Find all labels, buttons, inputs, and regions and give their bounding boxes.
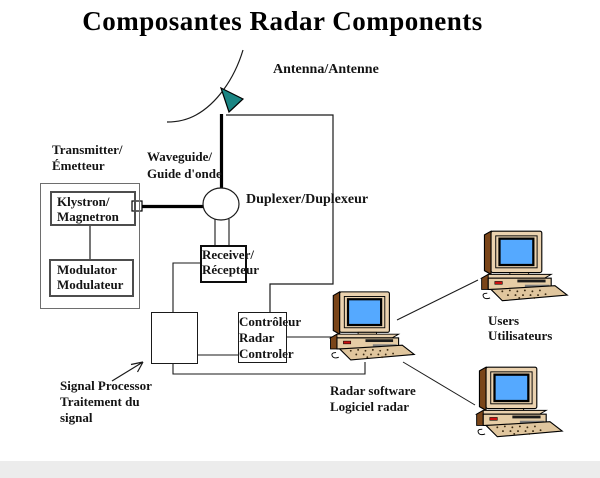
line-computer-to-user1 (396, 279, 479, 321)
waveguide-label-line2: Guide d'onde (147, 166, 222, 181)
modulator-box (49, 259, 134, 297)
receiver-label: Receiver/ Récepteur (202, 247, 259, 277)
duplexer-label: Duplexer/Duplexeur (246, 192, 369, 207)
users-label-line2: Utilisateurs (488, 328, 553, 343)
controller-label-line2: Radar (239, 330, 275, 345)
users-label-line1: Users (488, 313, 520, 328)
klystron-port-connector (131, 200, 143, 212)
controller-box (238, 312, 287, 363)
users-label: Users Utilisateurs (488, 313, 552, 343)
klystron-box (50, 191, 136, 226)
signal-processor-label-line3: signal (60, 410, 93, 425)
antenna-label: Antenna/Antenne (273, 62, 379, 77)
waveguide-label-line1: Waveguide/ (147, 149, 213, 164)
controller-label-line3: Controler (239, 346, 294, 361)
signal-processor-label: Signal Processor Traitement du signal (60, 378, 152, 426)
signal-processor-label-line2: Traitement du (60, 394, 140, 409)
receiver-label-line1: Receiver/ (202, 247, 254, 262)
controller-label-line1: Contrôleur (239, 314, 302, 329)
line-computer-to-user2 (402, 361, 476, 406)
waveguide-label: Waveguide/ Guide d'onde (147, 148, 222, 182)
receiver-box (200, 245, 247, 283)
line-receiver-to-signal-processor (172, 262, 200, 312)
duplexer-node (202, 187, 240, 221)
transmitter-label-line2: Émetteur (52, 158, 105, 173)
signal-processor-box (151, 312, 198, 364)
antenna-feed-icon (219, 86, 245, 114)
receiver-label-line2: Récepteur (202, 262, 260, 277)
page-title: Composantes Radar Components (82, 6, 483, 36)
computer-user-2 (471, 361, 565, 441)
modulator-label-line2: Modulateur (57, 277, 124, 292)
antenna-dish-arc (166, 49, 244, 123)
controller-label: Contrôleur Radar Controler (239, 314, 301, 362)
computer-user-1 (476, 225, 570, 305)
transmitter-label-line1: Transmitter/ (52, 142, 123, 157)
modulator-label: Modulator Modulateur (57, 262, 123, 292)
line-duplexer-to-receiver (214, 219, 230, 245)
signal-processor-label-line1: Signal Processor (60, 378, 152, 393)
klystron-label-line1: Klystron/ (57, 194, 110, 209)
line-signal-processor-to-computer (172, 362, 366, 375)
klystron-label-line2: Magnetron (57, 209, 119, 224)
radar-software-label: Radar software Logiciel radar (330, 383, 416, 415)
transmitter-label: Transmitter/ Émetteur (52, 142, 123, 174)
klystron-label: Klystron/ Magnetron (57, 194, 119, 224)
transmitter-box (40, 183, 140, 309)
signal-processor-arrow (111, 361, 144, 382)
bottom-margin (0, 461, 600, 478)
radar-software-label-line2: Logiciel radar (330, 399, 410, 414)
line-antenna-to-controller (226, 114, 334, 312)
modulator-label-line1: Modulator (57, 262, 117, 277)
radar-software-label-line1: Radar software (330, 383, 416, 398)
computer-radar-software (325, 285, 417, 365)
